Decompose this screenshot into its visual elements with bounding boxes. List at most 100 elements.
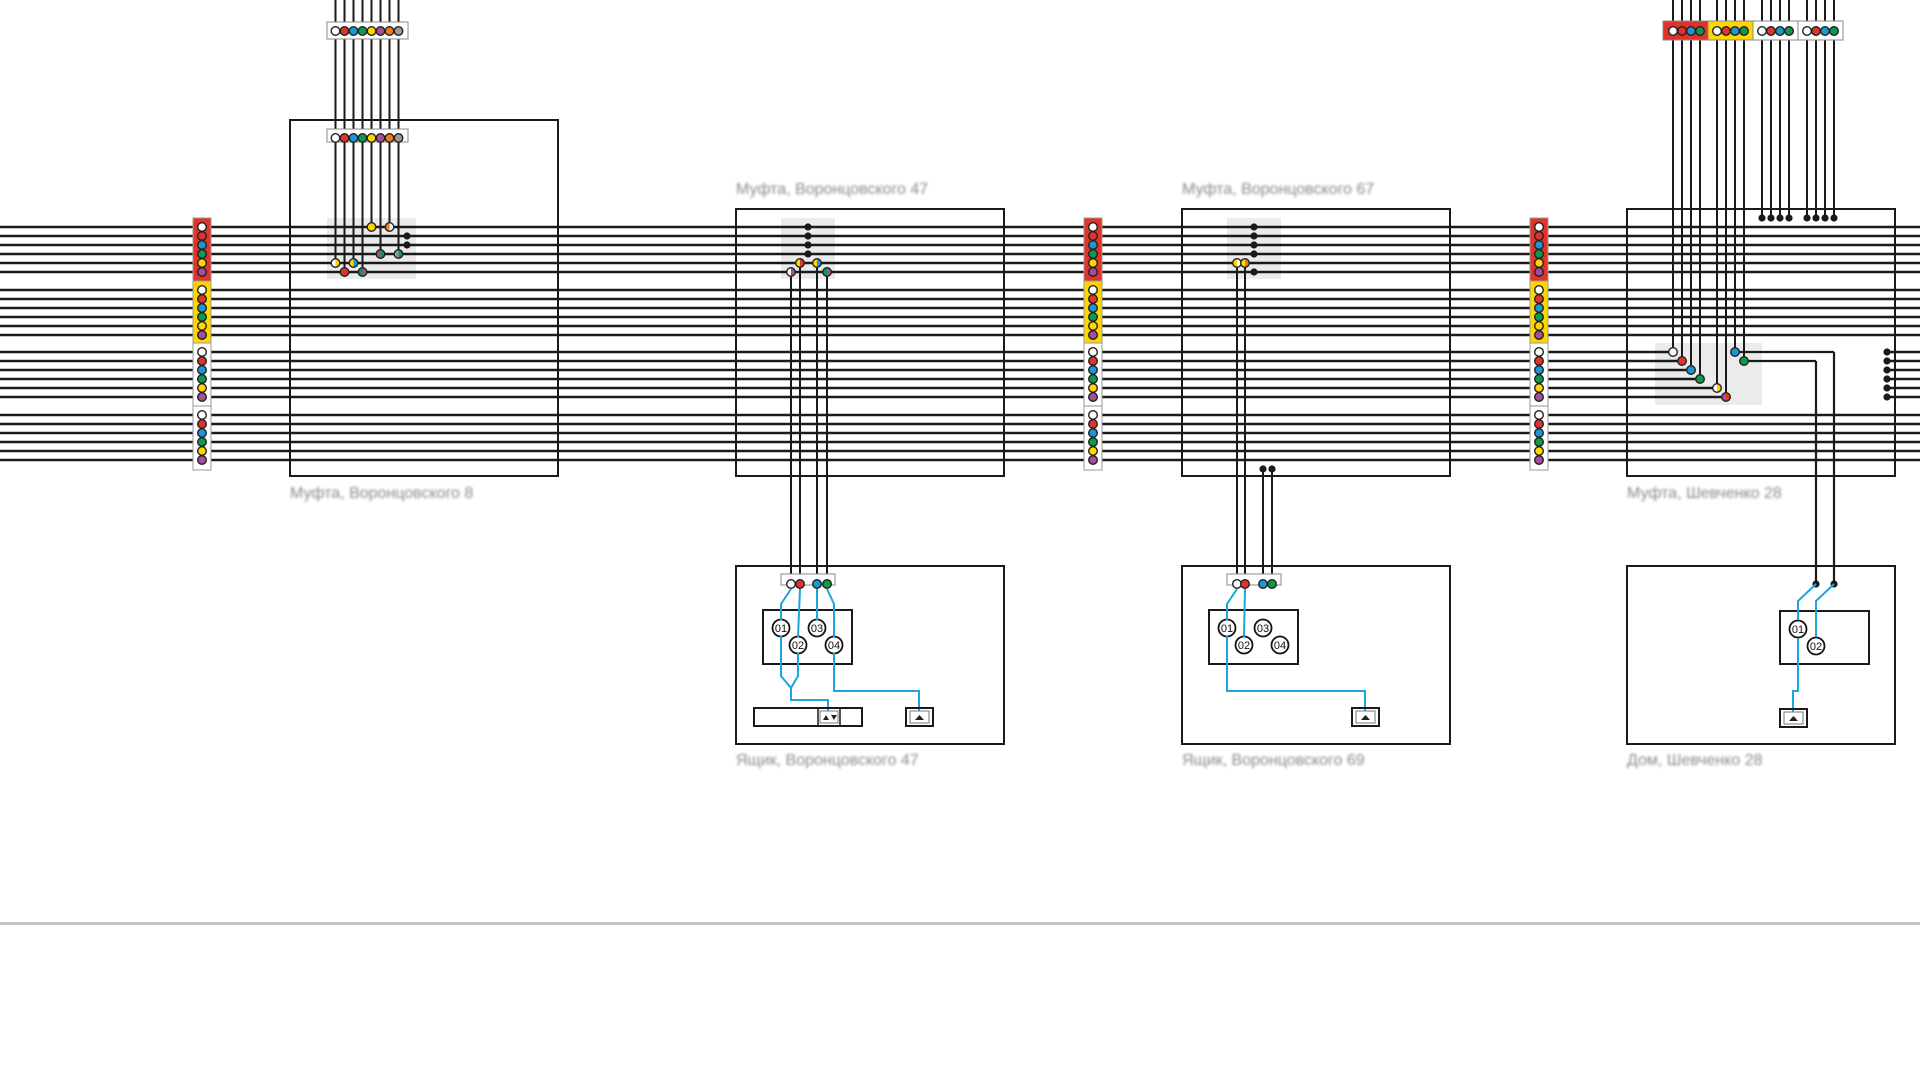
connector-fiber-green — [1828, 26, 1839, 37]
splice-point — [1250, 241, 1258, 249]
splice-point — [1268, 465, 1276, 473]
connector-fiber-green — [1783, 26, 1794, 37]
splice-joint — [366, 221, 377, 232]
connector-fiber-red — [1676, 26, 1687, 37]
fiber-marker-red — [196, 419, 207, 430]
port-label: 01 — [775, 623, 787, 635]
splice-joint — [822, 267, 833, 278]
fiber-marker-yellow — [1087, 321, 1098, 332]
panel-divider[interactable] — [0, 922, 1920, 925]
splice-point — [1785, 214, 1793, 222]
splice-point — [1259, 465, 1267, 473]
connector-fiber-green — [1266, 579, 1277, 590]
port-label: 03 — [811, 623, 823, 635]
fiber-marker-green — [1533, 374, 1544, 385]
connector-fiber-white — [1711, 26, 1722, 37]
fiber-marker-yellow — [1533, 446, 1544, 457]
connector-fiber-red — [339, 26, 350, 37]
connector-fiber-red — [1720, 26, 1731, 37]
fiber-marker-yellow — [1087, 446, 1098, 457]
splice-joint — [795, 258, 806, 269]
fiber-marker-white — [196, 410, 207, 421]
fiber-marker-green — [1533, 437, 1544, 448]
port-02 — [1806, 636, 1826, 656]
splice-point — [1758, 214, 1766, 222]
fiber-marker-white — [1087, 347, 1098, 358]
splice-joint — [812, 258, 823, 269]
splice-point — [403, 241, 411, 249]
fiber-marker-yellow — [196, 383, 207, 394]
fiber-marker-white — [1533, 347, 1544, 358]
fiber-end-point — [1883, 393, 1891, 401]
fiber-marker-red — [196, 356, 207, 367]
patch-link — [797, 588, 801, 638]
splice-point — [1767, 214, 1775, 222]
fiber-marker-purple — [1087, 455, 1098, 466]
fiber-marker-red — [1087, 294, 1098, 305]
distribution-box-c — [735, 565, 1005, 745]
port-label: 02 — [1810, 641, 1822, 653]
socket-icon — [915, 715, 924, 720]
fiber-marker-white — [196, 221, 207, 232]
fiber-end-point — [1883, 348, 1891, 356]
connector-fiber-green — [357, 132, 368, 143]
splice-point — [1250, 268, 1258, 276]
fiber-marker-white — [1533, 221, 1544, 232]
fiber-marker-purple — [1087, 392, 1098, 403]
fiber-marker-green — [196, 374, 207, 385]
connector-fiber-purple — [375, 132, 386, 143]
socket-icon — [823, 715, 837, 720]
fiber-marker-yellow — [196, 321, 207, 332]
fiber-marker-blue — [196, 303, 207, 314]
fiber-marker-white — [196, 347, 207, 358]
patch-link — [1226, 588, 1238, 620]
connector-fiber-green — [1694, 26, 1705, 37]
splice-point — [1830, 214, 1838, 222]
fiber-marker-purple — [196, 330, 207, 341]
fiber-marker-red — [196, 230, 207, 241]
splice-closure-f — [1626, 208, 1896, 477]
splice-joint — [1720, 392, 1731, 403]
fiber-marker-blue — [1087, 303, 1098, 314]
splice-point — [1250, 250, 1258, 258]
port-label: 04 — [1274, 640, 1286, 652]
fiber-marker-green — [1533, 248, 1544, 259]
patch-link — [826, 588, 835, 637]
fiber-marker-blue — [1533, 303, 1544, 314]
connector-fiber-green — [1738, 26, 1749, 37]
splice-closure-b — [735, 208, 1005, 477]
splice-joint — [348, 258, 359, 269]
fiber-marker-red — [1533, 230, 1544, 241]
drop-connector — [780, 573, 836, 586]
patch-link — [1243, 588, 1246, 638]
label-splice-b: Муфта, Воронцовского 47 — [736, 181, 929, 198]
connector-fiber-gray — [393, 26, 404, 37]
connector-fiber-orange — [384, 132, 395, 143]
fiber-marker-blue — [1533, 428, 1544, 439]
connector-fiber-red — [1239, 579, 1250, 590]
port-label: 03 — [1257, 623, 1269, 635]
fiber-marker-blue — [1087, 428, 1098, 439]
splice-point — [804, 232, 812, 240]
fiber-marker-blue — [196, 239, 207, 250]
patch-link — [1226, 636, 1366, 712]
termination-panel — [762, 609, 853, 665]
fiber-marker-red — [1087, 419, 1098, 430]
socket-outlet — [905, 707, 934, 727]
fiber-marker-blue — [196, 428, 207, 439]
splice-point — [1776, 214, 1784, 222]
connector-fiber-white — [330, 132, 341, 143]
splice-point — [1250, 223, 1258, 231]
fiber-marker-green — [1087, 248, 1098, 259]
splice-joint — [786, 267, 797, 278]
splice-point — [403, 232, 411, 240]
connector-fiber-red — [795, 579, 806, 590]
splice-point — [1250, 232, 1258, 240]
connector-fiber-blue — [1257, 579, 1268, 590]
splice-joint — [357, 267, 368, 278]
connector-fiber-white — [1801, 26, 1812, 37]
fiber-marker-yellow — [196, 446, 207, 457]
fiber-marker-white — [1533, 285, 1544, 296]
connector-fiber-blue — [348, 132, 359, 143]
port-03 — [1253, 618, 1273, 638]
